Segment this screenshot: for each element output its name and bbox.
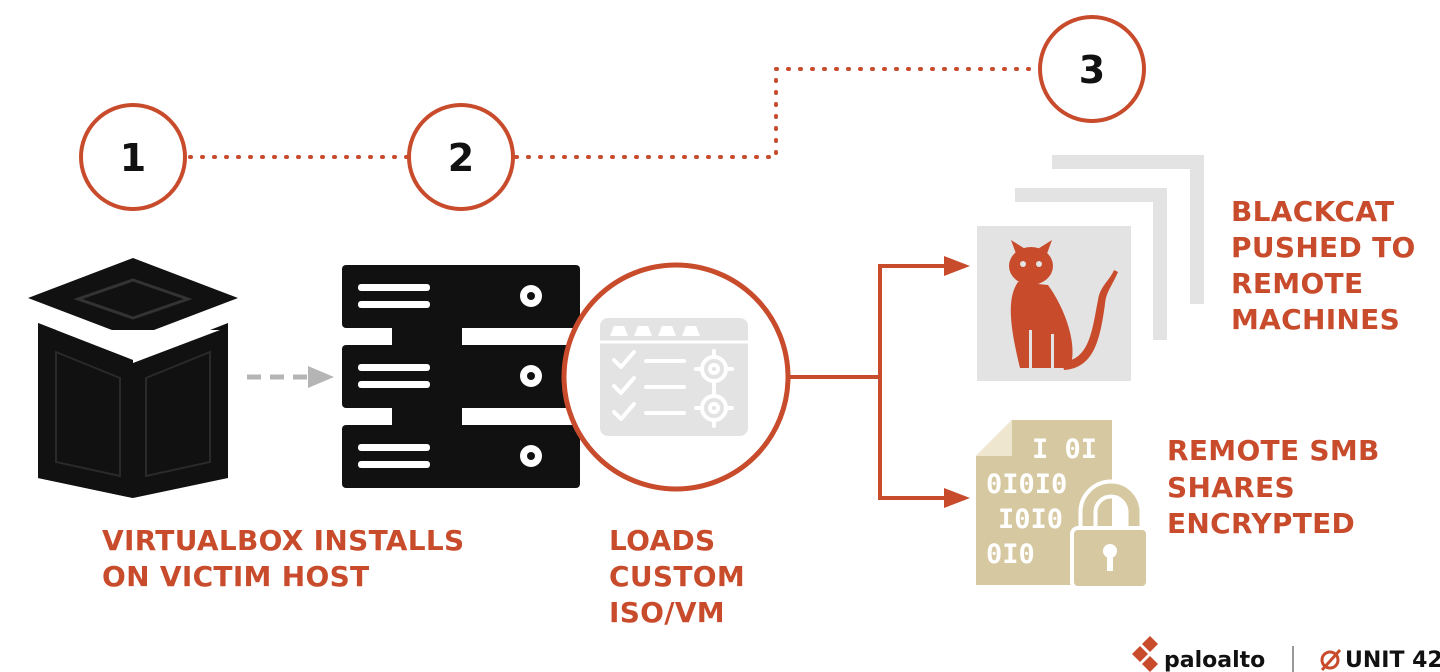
smb-label-line: SHARES	[1167, 471, 1295, 504]
paloalto-logo-text: paloalto	[1164, 648, 1265, 672]
step-1-number: 1	[120, 136, 146, 180]
loads-label-line: ISO/VM	[609, 596, 725, 629]
unit42-logo: UNIT 42	[1320, 648, 1440, 672]
binary-row: I 0I	[1032, 434, 1097, 465]
virtualbox-label: VIRTUALBOX INSTALLS ON VICTIM HOST	[102, 524, 465, 593]
loads-label-line: CUSTOM	[609, 560, 745, 593]
virtualbox-label-line: ON VICTIM HOST	[102, 560, 369, 593]
smb-label-line: REMOTE SMB	[1167, 434, 1380, 467]
blackcat-label: BLACKCAT PUSHED TO REMOTE MACHINES	[1231, 195, 1416, 336]
step-2-circle: 2	[407, 103, 515, 211]
step-connector-dotted	[188, 67, 1040, 159]
smb-label-line: ENCRYPTED	[1167, 507, 1355, 540]
blackcat-cat-icon	[977, 155, 1204, 381]
smb-label: REMOTE SMB SHARES ENCRYPTED	[1167, 434, 1380, 540]
step-2-number: 2	[448, 136, 474, 180]
loads-label: LOADS CUSTOM ISO/VM	[609, 524, 745, 629]
blackcat-label-line: REMOTE	[1231, 267, 1363, 300]
binary-row: I0I0	[998, 504, 1063, 535]
step-3-number: 3	[1079, 48, 1105, 92]
loads-label-line: LOADS	[609, 524, 715, 557]
step-3-circle: 3	[1038, 15, 1146, 123]
binary-row: 0I0	[986, 539, 1035, 570]
virtualbox-cube-icon	[28, 258, 238, 498]
unit42-mark-icon	[1320, 648, 1342, 672]
blackcat-label-line: BLACKCAT	[1231, 195, 1394, 228]
server-rack-icon	[342, 265, 580, 488]
blackcat-label-line: MACHINES	[1231, 303, 1400, 336]
binary-row: 0I0I0	[986, 469, 1067, 500]
virtualbox-label-line: VIRTUALBOX INSTALLS	[102, 524, 465, 557]
unit42-logo-text: UNIT 42	[1345, 648, 1440, 672]
blackcat-label-line: PUSHED TO	[1231, 231, 1416, 264]
branch-arrows	[788, 256, 970, 508]
paloalto-logo: paloalto	[1132, 636, 1265, 672]
encrypted-file-lock-icon: I 0I 0I0I0 I0I0 0I0	[976, 420, 1150, 590]
config-window-icon	[600, 318, 748, 436]
step-1-circle: 1	[79, 103, 187, 211]
dashed-arrow	[247, 366, 334, 388]
